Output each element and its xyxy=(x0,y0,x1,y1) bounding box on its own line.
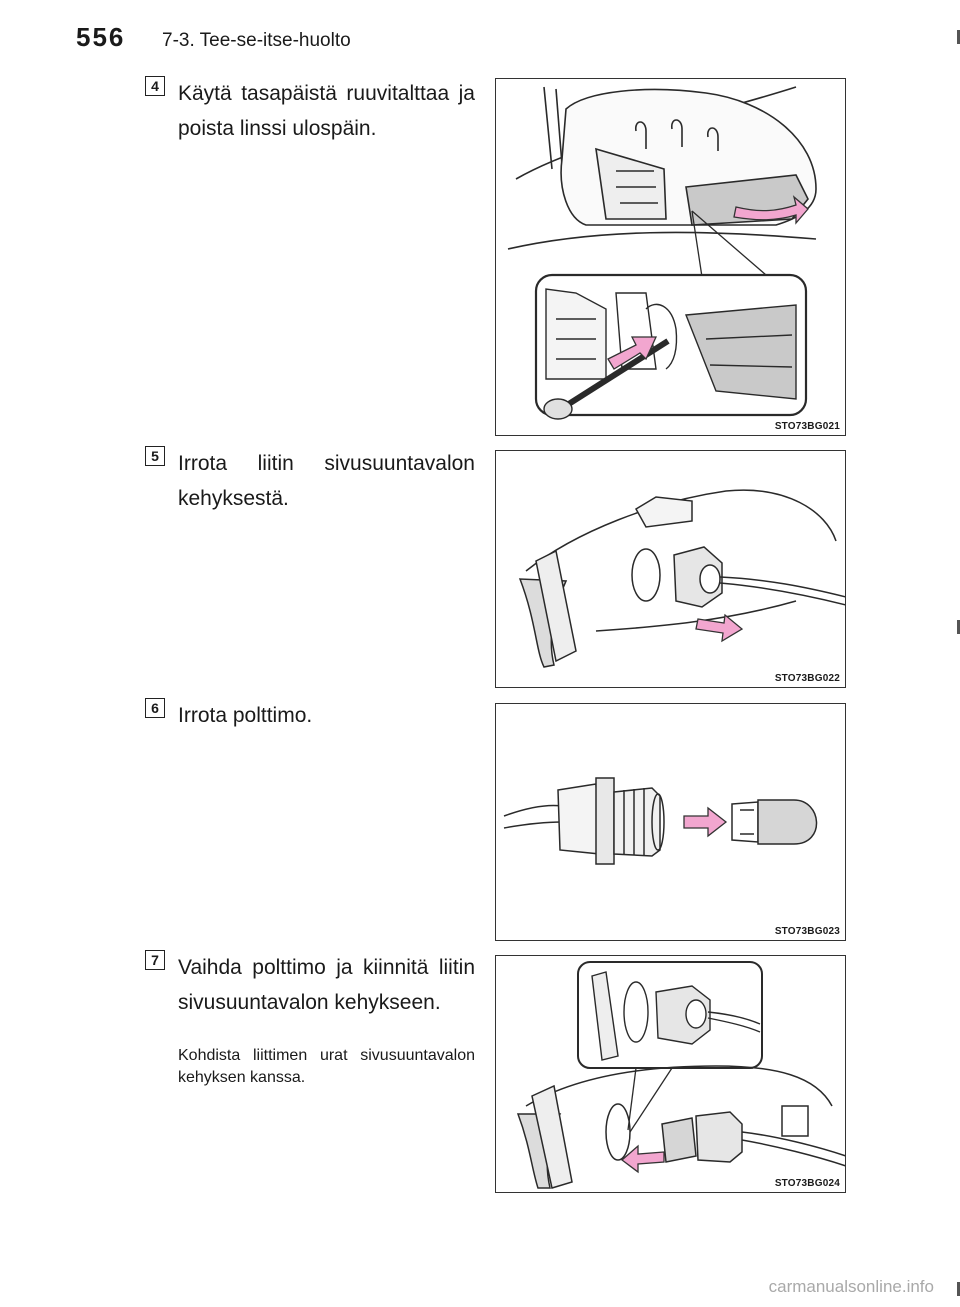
step-number-badge: 4 xyxy=(145,76,165,96)
page-number: 556 xyxy=(76,22,126,52)
figure-code: STO73BG023 xyxy=(774,926,840,937)
edge-mark xyxy=(957,30,960,44)
step-number-badge: 7 xyxy=(145,950,165,970)
step-4: 4 Käytä tasapäistä ruuvitalttaa ja poist… xyxy=(145,76,475,436)
figure-code: STO73BG022 xyxy=(774,673,840,684)
figure-remove-bulb: STO73BG023 xyxy=(495,703,846,941)
lamp-housing-illustration xyxy=(518,489,845,668)
step-instruction: Vaihda polttimo ja kiinnitä liitin sivus… xyxy=(178,956,475,1014)
step-5: 5 Irrota liitin sivusuuntavalon kehykses… xyxy=(145,446,475,686)
page-header: 556 7-3. Tee-se-itse-huolto xyxy=(0,0,960,70)
figure-code: STO73BG021 xyxy=(774,421,840,432)
mirror-lens-illustration xyxy=(507,86,817,420)
step-6: 6 Irrota polttimo. xyxy=(145,698,475,938)
step-7: 7 Vaihda polttimo ja kiinnitä liitin siv… xyxy=(145,950,475,1190)
step-number-badge: 5 xyxy=(145,446,165,466)
section-title: 7-3. Tee-se-itse-huolto xyxy=(162,30,351,51)
edge-mark xyxy=(957,1282,960,1296)
figure-remove-lens: STO73BG021 xyxy=(495,78,846,436)
step-instruction: Käytä tasapäistä ruuvitalttaa ja poista … xyxy=(178,82,475,140)
bulb-install-illustration xyxy=(516,961,845,1189)
figure-remove-connector: STO73BG022 xyxy=(495,450,846,688)
step-instruction: Irrota polttimo. xyxy=(178,704,313,727)
figure-install-bulb: STO73BG024 xyxy=(495,955,846,1193)
watermark: carmanualsonline.info xyxy=(768,1277,934,1296)
step-note: Kohdista liittimen urat sivusuuntavalon … xyxy=(178,1047,475,1086)
step-number-badge: 6 xyxy=(145,698,165,718)
step-instruction: Irrota liitin sivusuuntavalon kehyksestä… xyxy=(178,452,475,510)
figure-code: STO73BG024 xyxy=(774,1178,840,1189)
bulb-socket-illustration xyxy=(503,777,818,865)
edge-mark xyxy=(957,620,960,634)
